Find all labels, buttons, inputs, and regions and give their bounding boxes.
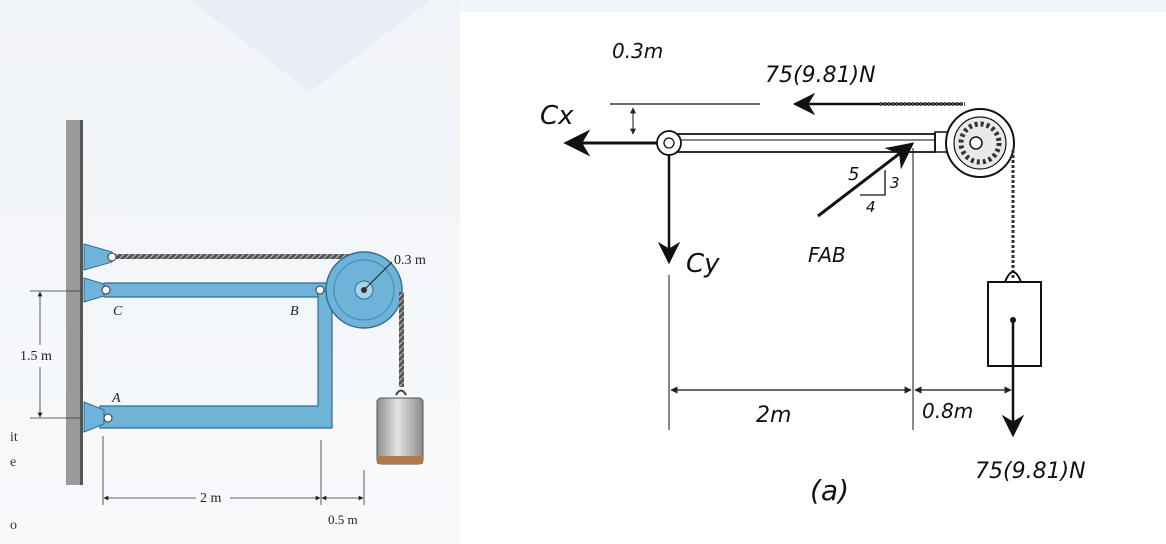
label-point-c: C bbox=[113, 304, 123, 319]
right-figure: 0.3m 75(9.81)N Cx Cy 5 3 4 FAB 2m 0.8m 7… bbox=[540, 39, 1086, 507]
label-offset: 0.5 m bbox=[328, 512, 358, 527]
label-dist-08m: 0.8m bbox=[922, 399, 973, 423]
top-pin bbox=[107, 252, 117, 262]
fbd-weight-box bbox=[987, 281, 1042, 367]
label-pulley-radius: 0.3 m bbox=[394, 253, 426, 268]
decorative-triangle bbox=[190, 0, 430, 92]
pulley-rim bbox=[333, 259, 395, 321]
fbd-member bbox=[670, 133, 936, 153]
label-slope-run: 4 bbox=[866, 198, 876, 216]
wall bbox=[66, 120, 82, 485]
label-pulley-offset: 0.3m bbox=[612, 39, 663, 63]
top-bracket bbox=[83, 243, 113, 271]
label-point-b: B bbox=[290, 304, 299, 319]
label-slope-rise: 3 bbox=[890, 174, 900, 192]
label-point-a: A bbox=[111, 391, 121, 406]
label-force-fab: FAB bbox=[808, 243, 846, 267]
weight-hook bbox=[395, 389, 407, 396]
fbd-hook bbox=[1004, 271, 1022, 283]
hanging-cable bbox=[399, 292, 404, 387]
radius-line bbox=[363, 261, 393, 291]
wall-edge bbox=[80, 120, 83, 485]
pin-c bbox=[101, 285, 111, 295]
label-height: 1.5 m bbox=[20, 349, 52, 364]
edge-fragment-3: o bbox=[10, 518, 17, 533]
fbd-pulley-axle bbox=[969, 136, 983, 150]
top-band bbox=[460, 0, 1166, 12]
slope-triangle bbox=[860, 170, 886, 196]
right-panel-background bbox=[460, 0, 1166, 544]
label-part: (a) bbox=[810, 474, 849, 507]
label-force-cy: Cy bbox=[686, 249, 720, 279]
pin-a bbox=[103, 413, 113, 423]
label-force-cx: Cx bbox=[540, 101, 574, 131]
fbd-pin-c-inner bbox=[663, 137, 675, 149]
top-cable bbox=[112, 254, 370, 259]
label-weight: 75(9.81)N bbox=[975, 459, 1086, 484]
bracket-a bbox=[83, 401, 105, 433]
weight-block bbox=[376, 397, 424, 465]
edge-fragment-2: e bbox=[10, 455, 17, 470]
fbd-pulley-hatch bbox=[958, 121, 1002, 165]
label-tension-top: 75(9.81)N bbox=[765, 63, 876, 88]
left-figure: 0.3 m C B A 1.5 m 2 m 0.5 m bbox=[20, 120, 426, 527]
edge-fragment-1: it bbox=[10, 430, 18, 445]
bracket-c bbox=[83, 277, 105, 303]
pin-b bbox=[315, 285, 325, 295]
label-slope-hyp: 5 bbox=[848, 164, 859, 185]
label-length-ac: 2 m bbox=[200, 491, 222, 506]
fbd-pin-c bbox=[656, 130, 682, 156]
weight-base bbox=[377, 456, 423, 464]
arrow-fab bbox=[817, 142, 915, 218]
label-dist-2m: 2m bbox=[756, 403, 791, 428]
